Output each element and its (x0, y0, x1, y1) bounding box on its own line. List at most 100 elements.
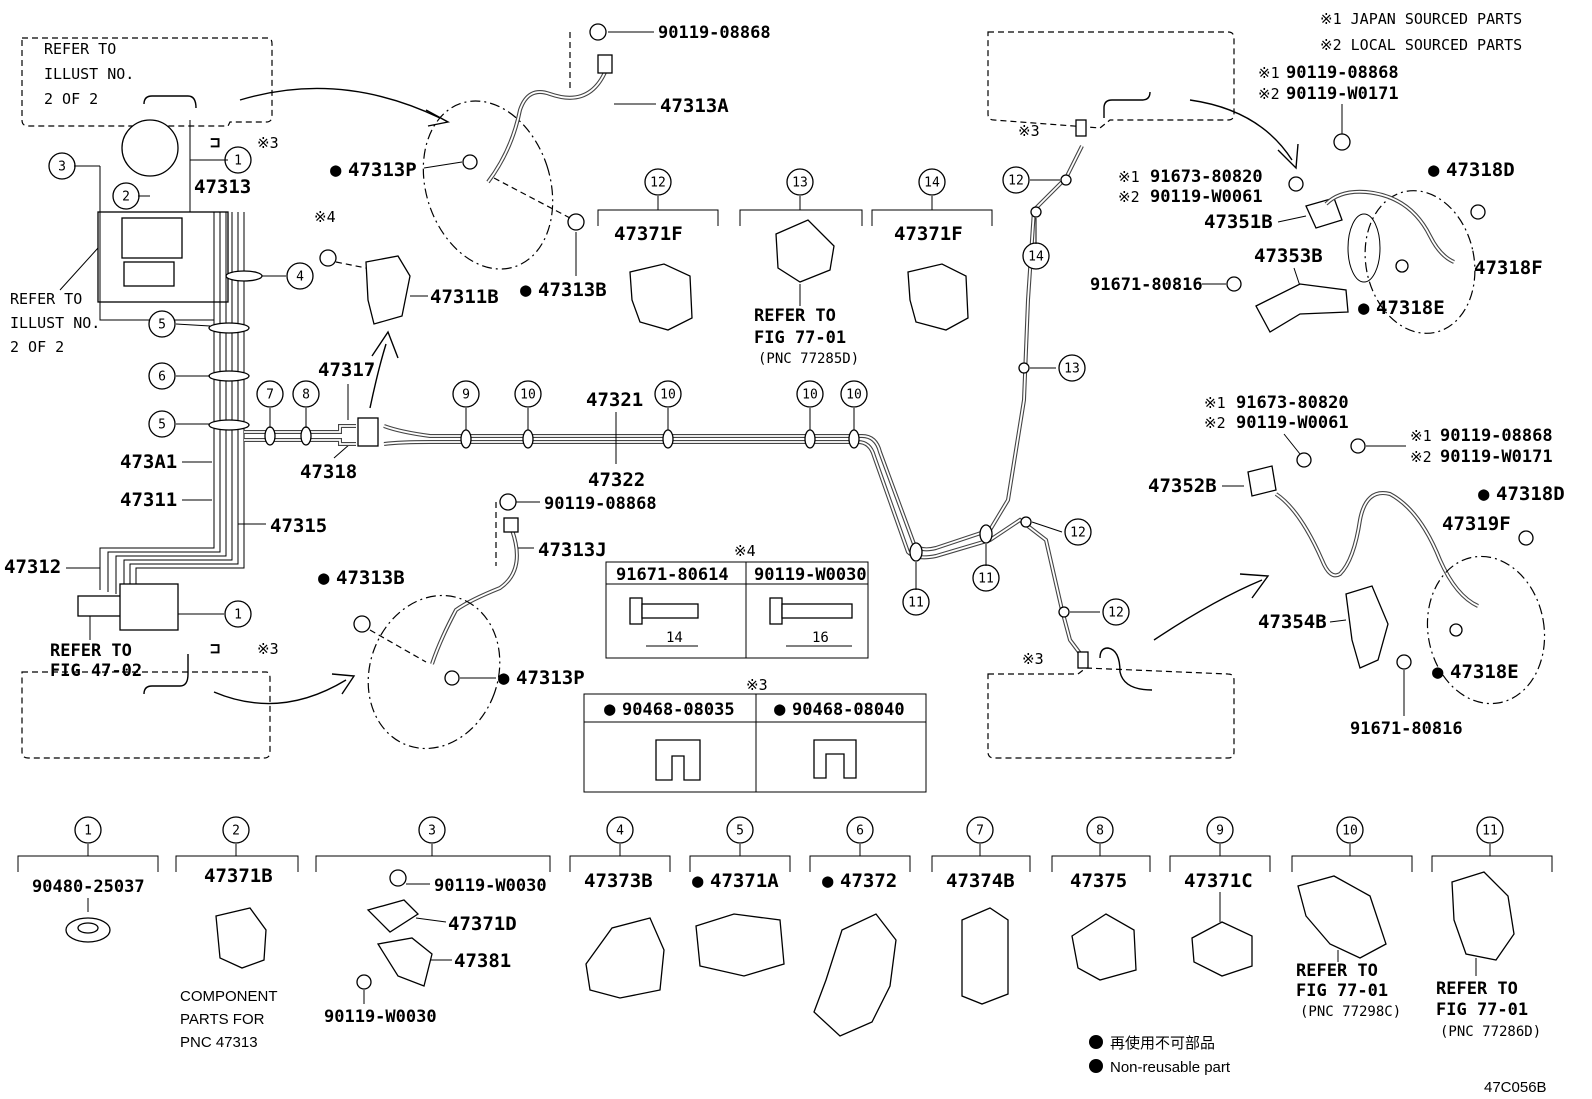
dot-47318D-b: ● (1478, 483, 1490, 505)
hose-47318F (1325, 190, 1455, 263)
label-47322: 47322 (588, 469, 645, 491)
master-cylinder-valve (123, 261, 175, 287)
catalog-3-bolt-bottom (356, 974, 372, 990)
bolt-80614-head (629, 597, 643, 625)
dot-47313B-b: ● (318, 567, 330, 589)
clip-4-ring (225, 270, 263, 282)
bolt-W0030-head (769, 597, 783, 625)
pipe-stub-right-top (1103, 91, 1151, 118)
bolt-90119-08868-a (589, 23, 607, 41)
leader-refer-side (59, 247, 99, 291)
callout-number-12: 12 (1070, 526, 1086, 541)
refer-illust-side-2: ILLUST NO. (10, 314, 100, 332)
label-90119-08868-b: 90119-08868 (1286, 63, 1399, 83)
arrow-right-bottom (1153, 579, 1263, 641)
clip-10a-ring (522, 429, 534, 449)
leader-47354B (1329, 619, 1347, 623)
refer-77-13-l2: FIG 77-01 (754, 328, 846, 348)
callout-circle-6 (148, 362, 176, 390)
abs-connector (77, 595, 123, 617)
label-47312: 47312 (4, 556, 61, 578)
clip-90468-08040 (813, 739, 857, 779)
clip-7-ring (264, 426, 276, 446)
callout-number-8: 8 (302, 388, 310, 403)
label-47353B: 47353B (1254, 245, 1323, 267)
callout-circle-8 (292, 380, 320, 408)
callout-number-5: 5 (158, 318, 166, 333)
callout-number-10: 10 (520, 388, 536, 403)
dot-47318D-a: ● (1428, 159, 1440, 181)
callout-number-12: 12 (1008, 174, 1024, 189)
callout-number-10: 10 (802, 388, 818, 403)
footer-dot-en (1089, 1059, 1103, 1073)
callout-circle-10 (654, 380, 682, 408)
clip-3-right-bottom (1077, 651, 1089, 669)
callout-circle-1 (74, 816, 102, 844)
clip-47371F-b (907, 263, 969, 331)
callout-circle-3 (418, 816, 446, 844)
catalog-11-clip (1451, 871, 1515, 961)
catalog-5-clip (695, 913, 785, 977)
dot-47313P-top: ● (330, 159, 342, 181)
callout-number-10: 10 (1342, 824, 1358, 839)
catalog-8-clip (1071, 913, 1137, 981)
catalog-6-label: 47372 (840, 870, 897, 892)
clip-10d-ring (848, 429, 860, 449)
refer-fig-47-1: REFER TO (50, 641, 132, 661)
refer-77-13-l1: REFER TO (754, 306, 836, 326)
callout-number-14: 14 (1028, 250, 1044, 265)
callout-number-14: 14 (924, 176, 940, 191)
catalog-3-bracket (376, 937, 433, 987)
clip-table: ※3 ● 90468-08035 ● 90468-08040 (583, 676, 927, 793)
callout-circle-10 (840, 380, 868, 408)
catalog-bracket-1 (17, 855, 159, 872)
rear-right-top: ※3 ※1 90119-08868 ※2 90119-W0171 ※1 9167… (987, 31, 1543, 334)
label-47311B: 47311B (430, 286, 499, 308)
refer-box-bottom (21, 671, 271, 759)
label-90119-W0061-a: 90119-W0061 (1150, 187, 1263, 207)
component-note-1: COMPONENT (180, 988, 278, 1005)
label-47351B: 47351B (1204, 211, 1273, 233)
refer-illust-top-1: REFER TO (44, 40, 116, 58)
callout-number-10: 10 (660, 388, 676, 403)
callout-circle-9 (1206, 816, 1234, 844)
callout-circle-10 (514, 380, 542, 408)
catalog-1-label: 90480-25037 (32, 877, 145, 897)
bolt-rear-right-a (1333, 133, 1351, 151)
clip-5a-ring (208, 322, 250, 334)
refer-illust-top-3: 2 OF 2 (44, 90, 98, 108)
callout-number-3: 3 (428, 824, 436, 839)
catalog-10-clip (1297, 875, 1387, 959)
refer-illust-side-1: REFER TO (10, 290, 82, 308)
clip-table-dot1: ● (604, 698, 616, 720)
callout-circle-10 (796, 380, 824, 408)
callout-circle-13 (786, 168, 814, 196)
callout-number-5: 5 (736, 824, 744, 839)
legend-local-sourced: ※2 LOCAL SOURCED PARTS (1320, 36, 1522, 54)
footer-legend: 再使用不可部品 Non-reusable part 47C056B (1089, 1035, 1547, 1096)
callout-number-2: 2 (232, 824, 240, 839)
catalog-3-label-bolt-bottom: 90119-W0030 (324, 1007, 437, 1027)
label-47313J: 47313J (538, 539, 607, 561)
mark-3-top: ※3 (257, 134, 279, 152)
callout-circle-7 (256, 380, 284, 408)
bolt-rear-right-b (1288, 176, 1304, 192)
bolt-W0030-shank (781, 603, 853, 619)
footer-legend-en: Non-reusable part (1110, 1059, 1231, 1076)
catalog-8-label: 47375 (1070, 870, 1127, 892)
detail-circle-right-bottom (1426, 555, 1546, 705)
refer-box-right-bottom (987, 667, 1235, 759)
callout-number-6: 6 (158, 370, 166, 385)
arrow-right-bottom-head (1239, 573, 1270, 599)
catalog-5-label: 47371A (710, 870, 779, 892)
catalog-6-dot: ● (822, 870, 834, 892)
clip-table-col2: 90468-08040 (792, 700, 905, 720)
mark-4-bracket: ※4 (314, 208, 336, 226)
bracket-47311B (365, 255, 411, 325)
mark-1-b: ※1 (1118, 168, 1140, 186)
refer-77-10-l3: (PNC 77298C) (1300, 1004, 1401, 1020)
clip-table-dot2: ● (774, 698, 786, 720)
bolt-rear-right-c (1226, 276, 1242, 292)
clip-47371F-a (629, 263, 693, 331)
label-47321: 47321 (586, 389, 643, 411)
